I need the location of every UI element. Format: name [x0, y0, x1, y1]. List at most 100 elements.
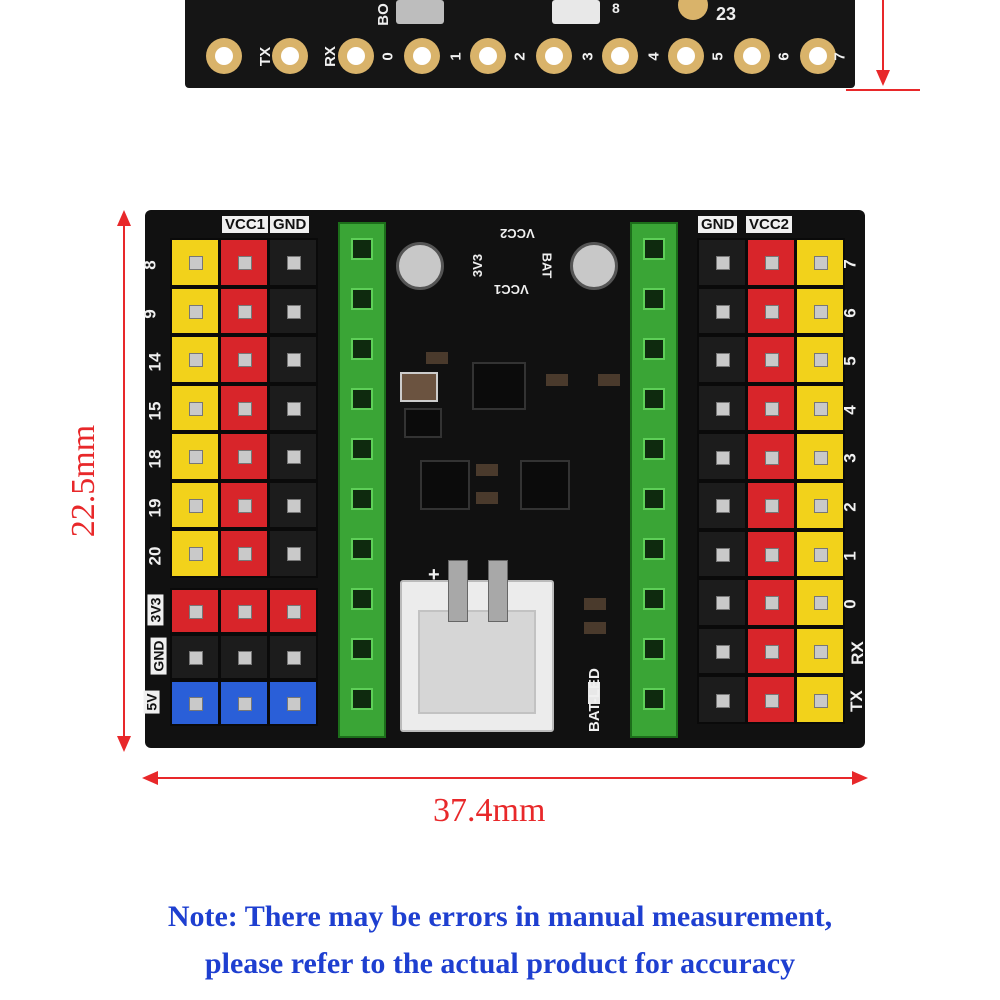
header-pin	[716, 256, 730, 271]
height-dimension-line	[123, 218, 125, 746]
header-pin	[189, 450, 203, 465]
header-pin	[189, 353, 203, 368]
red-header	[219, 432, 269, 481]
left-pin-label: 15	[145, 401, 165, 420]
top-dimension-tick	[846, 89, 920, 91]
top-pin-label: 2	[511, 52, 529, 61]
height-arrow-bottom	[117, 736, 131, 752]
smd-resistor-2	[546, 374, 568, 386]
yellow-header	[170, 529, 220, 578]
smd-resistor-4	[476, 464, 498, 476]
green-female-socket	[630, 222, 678, 738]
top-mounting-hole	[678, 0, 708, 20]
top-silk-23: 23	[716, 4, 737, 24]
silk-vcc1: VCC1	[494, 282, 529, 297]
silk-plus: +	[428, 564, 440, 586]
header-pin	[238, 401, 252, 416]
header-pin	[814, 256, 828, 271]
socket-hole	[643, 488, 665, 510]
red-power-header	[219, 588, 269, 634]
yellow-header	[170, 286, 220, 335]
mounting-hole-right	[570, 242, 618, 290]
yellow-header	[795, 529, 845, 579]
top-dimension-arrow	[876, 70, 890, 86]
yellow-header	[795, 286, 845, 336]
header-pin	[814, 402, 828, 417]
bat-led	[588, 682, 600, 704]
red-header	[746, 432, 796, 481]
header-pin	[189, 605, 203, 619]
socket-hole	[643, 338, 665, 360]
battery-pin-minus	[488, 560, 508, 622]
socket-hole	[351, 288, 373, 310]
smd-resistor-3	[598, 374, 620, 386]
power-label: 5V	[143, 690, 160, 714]
header-pin	[189, 651, 203, 665]
header-pin	[765, 547, 779, 562]
header-pin	[287, 450, 301, 465]
socket-hole	[351, 638, 373, 660]
header-pin	[238, 605, 252, 619]
header-pin	[287, 498, 301, 513]
socket-hole	[351, 538, 373, 560]
ic-chip-bottom-right	[520, 460, 570, 510]
right-pin-label: 1	[840, 550, 860, 561]
black-header	[697, 286, 747, 336]
ic-chip-small	[404, 408, 442, 438]
yellow-header	[795, 383, 845, 433]
black-power-header	[268, 634, 318, 680]
header-pin	[765, 499, 779, 514]
top-pin-label: RX	[321, 46, 339, 67]
header-pin	[238, 353, 252, 368]
blue-power-header	[170, 680, 220, 726]
right-pin-label: 5	[840, 356, 860, 366]
power-label: 3V3	[147, 594, 164, 626]
top-pad	[272, 38, 308, 74]
header-pin	[765, 256, 779, 271]
header-pin	[189, 304, 203, 319]
right-pin-label: 0	[840, 599, 860, 609]
socket-hole	[643, 688, 665, 710]
label-vcc1: VCC1	[222, 216, 269, 233]
header-pin	[238, 256, 252, 271]
left-pin-label: 14	[145, 352, 165, 372]
right-pin-label: 2	[840, 502, 860, 512]
header-pin	[189, 256, 203, 271]
header-pin	[189, 547, 203, 562]
blue-power-header	[219, 680, 269, 726]
header-pin	[287, 651, 301, 665]
yellow-header	[795, 432, 845, 481]
red-header	[746, 335, 796, 384]
red-header	[219, 529, 269, 578]
left-pin-label: 18	[145, 449, 165, 469]
black-header	[697, 626, 747, 676]
top-pin-label: 3	[579, 52, 597, 61]
black-header	[697, 578, 747, 627]
header-pin	[716, 645, 730, 660]
socket-hole	[351, 438, 373, 460]
red-power-header	[170, 588, 220, 634]
black-header	[268, 335, 318, 384]
black-header	[268, 529, 318, 578]
header-pin	[716, 596, 730, 611]
header-pin	[814, 693, 828, 708]
black-power-header	[170, 634, 220, 680]
yellow-header	[170, 480, 220, 529]
header-pin	[238, 450, 252, 465]
header-pin	[287, 353, 301, 368]
header-pin	[765, 645, 779, 660]
red-header	[219, 286, 269, 335]
red-header	[746, 529, 796, 579]
socket-hole	[351, 588, 373, 610]
yellow-header	[795, 335, 845, 384]
height-arrow-top	[117, 210, 131, 226]
green-female-socket	[338, 222, 386, 738]
header-pin	[716, 450, 730, 465]
header-pin	[814, 547, 828, 562]
top-pad	[470, 38, 506, 74]
note-line-2: please refer to the actual product for a…	[204, 947, 796, 980]
socket-hole	[351, 688, 373, 710]
silk-3v3: 3V3	[470, 253, 486, 278]
header-pin	[814, 450, 828, 465]
header-pin	[716, 499, 730, 514]
